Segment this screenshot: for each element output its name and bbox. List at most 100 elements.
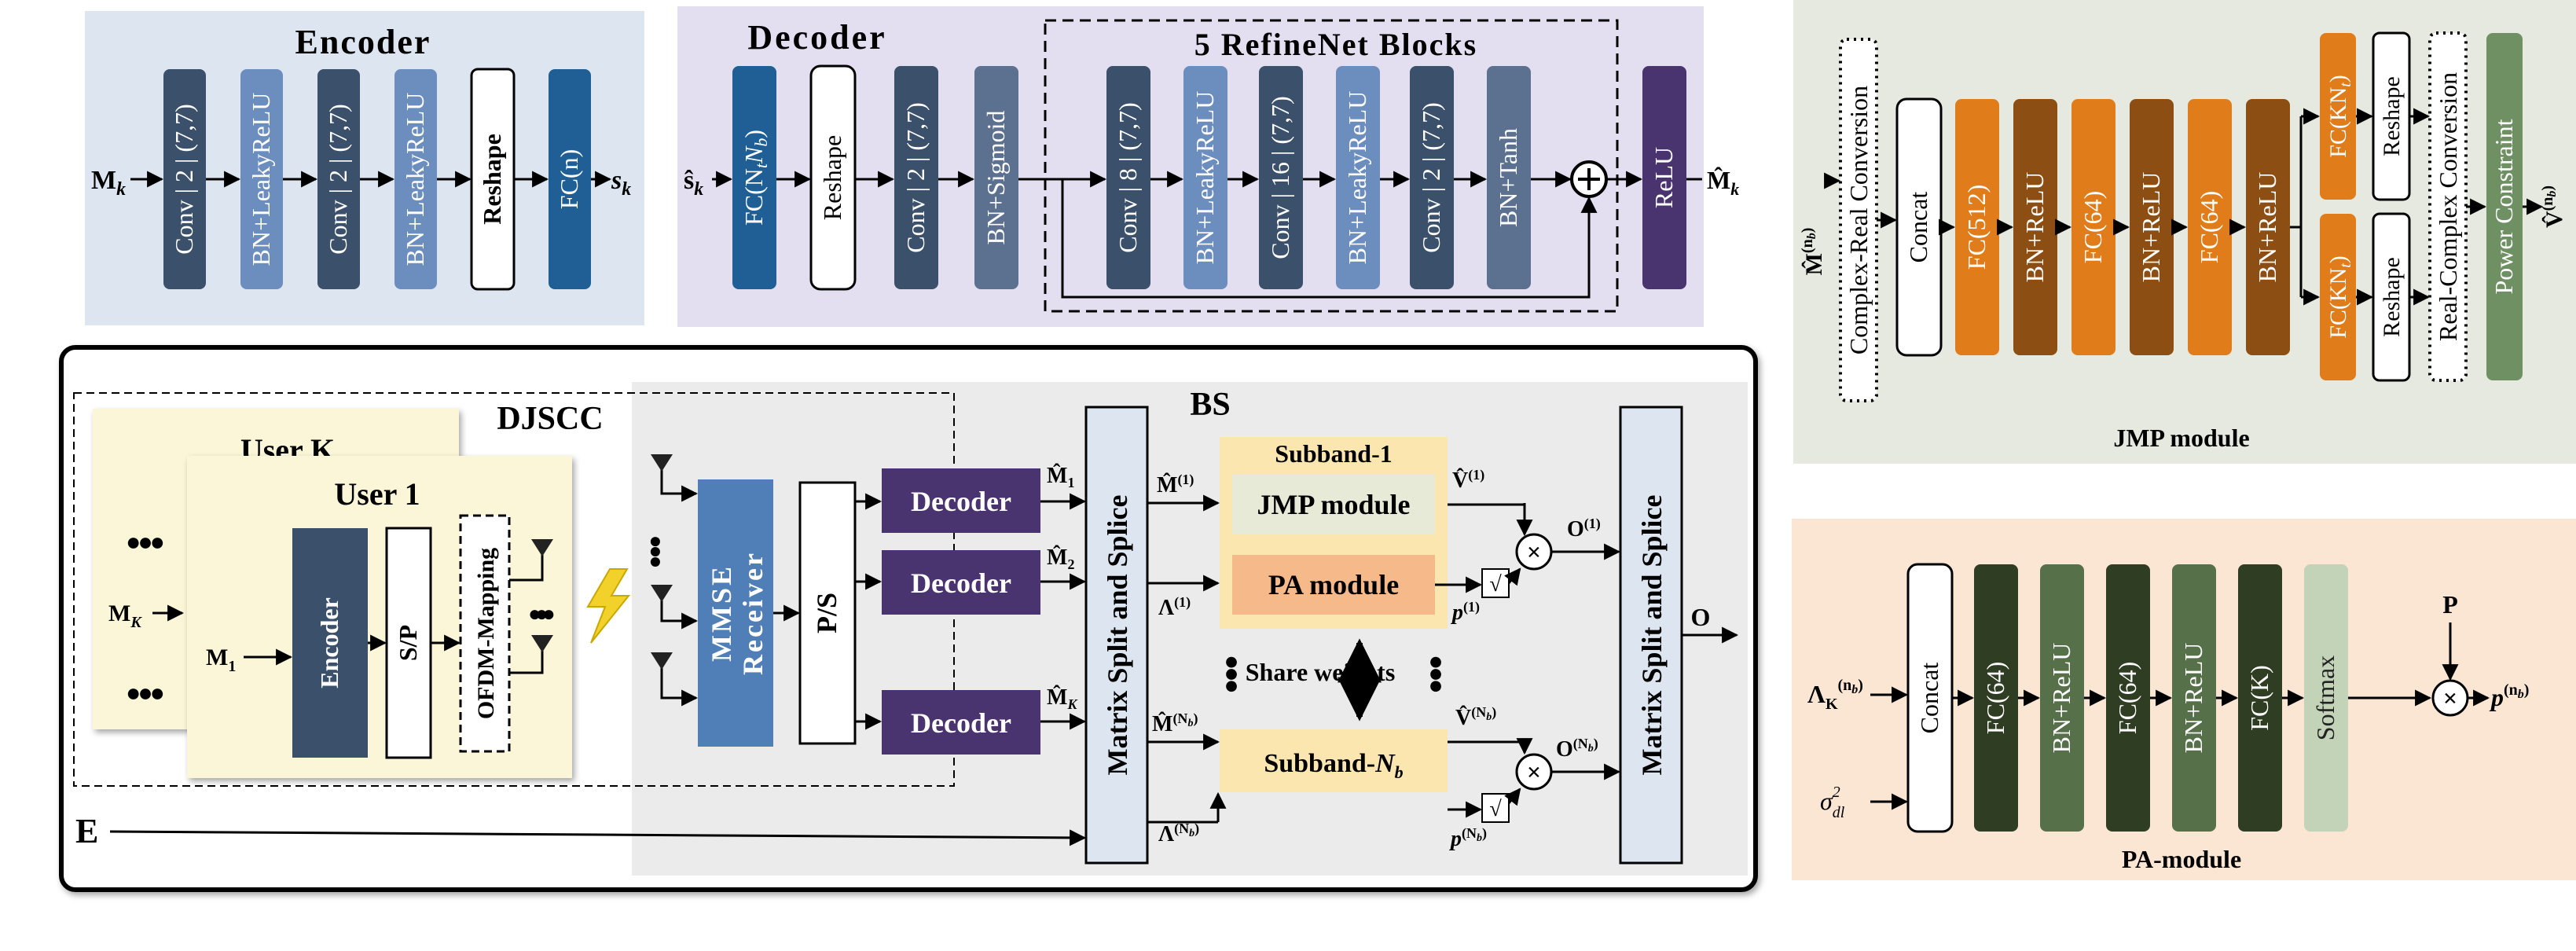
decoder-block-bn-sigmoid-label: BN+Sigmoid bbox=[982, 111, 1010, 245]
pa-fc-k bbox=[2238, 564, 2282, 832]
subband-1-label: Subband-1 bbox=[1275, 439, 1392, 468]
decoder-k-output: M̂K bbox=[1047, 685, 1078, 712]
subband-1-pa bbox=[1232, 555, 1435, 615]
encoder-block-fc-label: FC(n) bbox=[555, 149, 583, 209]
bs-antenna-icon-2 bbox=[651, 585, 673, 602]
subband-1-jmp-label: JMP module bbox=[1257, 489, 1411, 520]
jmp-bn-relu-1-label: BN+ReLU bbox=[2020, 172, 2049, 283]
user-ofdm-mapping bbox=[459, 514, 511, 753]
svg-text:×: × bbox=[1527, 758, 1541, 786]
encoder-block-bn-1-label: BN+LeakyReLU bbox=[247, 93, 275, 266]
encoder-block-conv-2 bbox=[317, 69, 360, 289]
jmp-caption: JMP module bbox=[2113, 424, 2249, 452]
refinenet-group bbox=[1044, 19, 1619, 313]
decoder-block-fc bbox=[732, 66, 776, 289]
user-antenna-icon-1 bbox=[531, 539, 553, 556]
decoder-block-reshape bbox=[809, 64, 857, 291]
user-encoder-label: Encoder bbox=[315, 597, 343, 688]
decoder-input-label: ŝk bbox=[684, 166, 703, 200]
svg-text:√: √ bbox=[1489, 797, 1502, 821]
subband-nb-label: Subband-Nb bbox=[1264, 749, 1403, 782]
encoder-input-label: Mk bbox=[91, 166, 126, 200]
user-1-input-label: M1 bbox=[206, 644, 236, 675]
pa-concat-label: Concat bbox=[1915, 663, 1943, 734]
jmp-input-label: M̂(nb) bbox=[1799, 228, 1827, 276]
decoder-2 bbox=[882, 550, 1040, 615]
pa-bn-relu-2-label: BN+ReLU bbox=[2179, 643, 2207, 754]
share-weights-dots-right: ●●● bbox=[1423, 655, 1451, 692]
jmp-bn-relu-3-label: BN+ReLU bbox=[2253, 172, 2281, 283]
decoder-2-label: Decoder bbox=[911, 567, 1011, 599]
decoder-1 bbox=[882, 468, 1040, 533]
bs-antenna-icon-3 bbox=[651, 652, 673, 670]
refinenet-title: 5 RefineNet Blocks bbox=[1194, 27, 1477, 62]
o-output-label: O bbox=[1691, 603, 1711, 631]
user-sp-label: S/P bbox=[394, 625, 422, 661]
bs-antenna-icon-1 bbox=[651, 454, 673, 472]
jmp-fc-512-label: FC(512) bbox=[1962, 185, 1991, 270]
encoder-panel: Encoder Mk Conv | 2 | (7,7) BN+LeakyReLU… bbox=[85, 11, 644, 325]
decoder-block-relu-label: ReLU bbox=[1649, 147, 1678, 208]
refine-block-conv-3 bbox=[1410, 66, 1454, 289]
lambda-1-label: Λ(1) bbox=[1158, 594, 1191, 620]
user-encoder bbox=[292, 528, 368, 758]
mmse-receiver bbox=[698, 479, 773, 747]
jmp-power-constraint bbox=[2486, 33, 2523, 380]
subband-1-jmp bbox=[1232, 475, 1435, 534]
bs-title: BS bbox=[1190, 387, 1230, 423]
jmp-fc-64-2-label: FC(64) bbox=[2195, 191, 2223, 263]
user-antenna-icon-2 bbox=[531, 635, 553, 652]
svg-text:M̂(nb): M̂(nb) bbox=[1799, 228, 1827, 276]
pa-fc-64-1 bbox=[1974, 564, 2018, 832]
v-1-label: V̂(1) bbox=[1452, 467, 1484, 493]
subband-nb bbox=[1220, 729, 1448, 792]
decoder-title: Decoder bbox=[747, 18, 886, 57]
o-1-label: O(1) bbox=[1567, 516, 1601, 542]
o-nb-label: O(Nb) bbox=[1556, 736, 1598, 762]
pa-bn-relu-1-label: BN+ReLU bbox=[2047, 643, 2075, 754]
encoder-block-bn-2-label: BN+LeakyReLU bbox=[401, 93, 429, 266]
jmp-fc-512 bbox=[1955, 99, 1999, 355]
decoder-k-label: Decoder bbox=[911, 707, 1011, 739]
jmp-fc-kn-top bbox=[2320, 33, 2356, 200]
refine-block-conv-3-label: Conv | 2 | (7,7) bbox=[1417, 102, 1445, 252]
jmp-fc-64-1 bbox=[2071, 99, 2115, 355]
bs-antenna-dots: ●●● bbox=[644, 535, 668, 567]
refine-block-bn-tanh bbox=[1487, 66, 1531, 289]
pa-output-label: p(nb) bbox=[2489, 681, 2529, 711]
refine-block-conv-2-label: Conv | 16 | (7,7) bbox=[1266, 96, 1294, 259]
jmp-fc-kn-bottom bbox=[2320, 214, 2356, 380]
decoder-1-output: M̂1 bbox=[1047, 464, 1074, 490]
refine-block-conv-1-label: Conv | 8 | (7,7) bbox=[1114, 102, 1142, 252]
svg-text:ŝk: ŝk bbox=[684, 166, 703, 200]
lambda-nb-label: Λ(Nb) bbox=[1158, 821, 1199, 846]
svg-text:sk: sk bbox=[611, 166, 631, 200]
jmp-fc-64-2 bbox=[2188, 99, 2232, 355]
system-panel: BS DJSCC User K ●●● ●●● MK User 1 M1 Enc… bbox=[59, 345, 1758, 892]
encoder-output-label: sk bbox=[611, 166, 631, 200]
jmp-complex-real-conversion bbox=[1839, 38, 1878, 402]
jmp-concat-label: Concat bbox=[1904, 192, 1932, 263]
user-k-dots-top: ●●● bbox=[126, 527, 163, 556]
pa-fc-64-2-label: FC(64) bbox=[2113, 662, 2141, 734]
mmse-receiver-label-1: MMSE bbox=[706, 564, 737, 662]
encoder-block-bn-2 bbox=[394, 69, 437, 289]
decoder-1-label: Decoder bbox=[911, 486, 1011, 517]
decoder-block-conv-label: Conv | 2 | (7,7) bbox=[901, 102, 930, 252]
ps-block bbox=[798, 481, 857, 745]
pa-softmax bbox=[2304, 564, 2348, 832]
p-1-label: p(1) bbox=[1451, 599, 1480, 625]
decoder-block-reshape-label: Reshape bbox=[818, 135, 846, 220]
decoder-block-fc-label: FC(NtNb) bbox=[739, 130, 771, 226]
share-weights-dots-left: ●●● bbox=[1219, 655, 1247, 692]
encoder-block-reshape-label: Reshape bbox=[478, 134, 506, 225]
svg-text:Mk: Mk bbox=[91, 166, 126, 200]
v-nb-label: V̂(Nb) bbox=[1455, 704, 1496, 730]
svg-text:M1: M1 bbox=[206, 644, 236, 675]
svg-text:×: × bbox=[1527, 538, 1541, 566]
refine-block-conv-1 bbox=[1106, 66, 1150, 289]
jmp-reshape-top-label: Reshape bbox=[2379, 76, 2405, 156]
